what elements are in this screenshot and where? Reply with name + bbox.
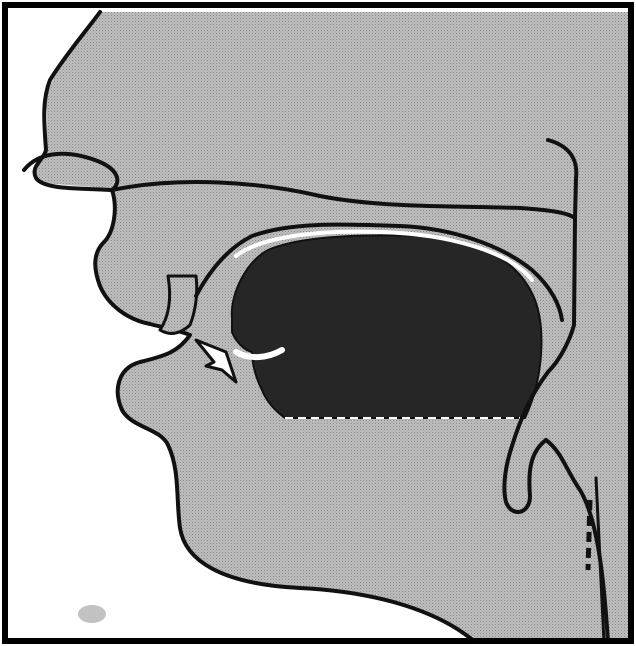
- tongue-shape: [232, 235, 542, 418]
- paper-smudge: [78, 605, 106, 623]
